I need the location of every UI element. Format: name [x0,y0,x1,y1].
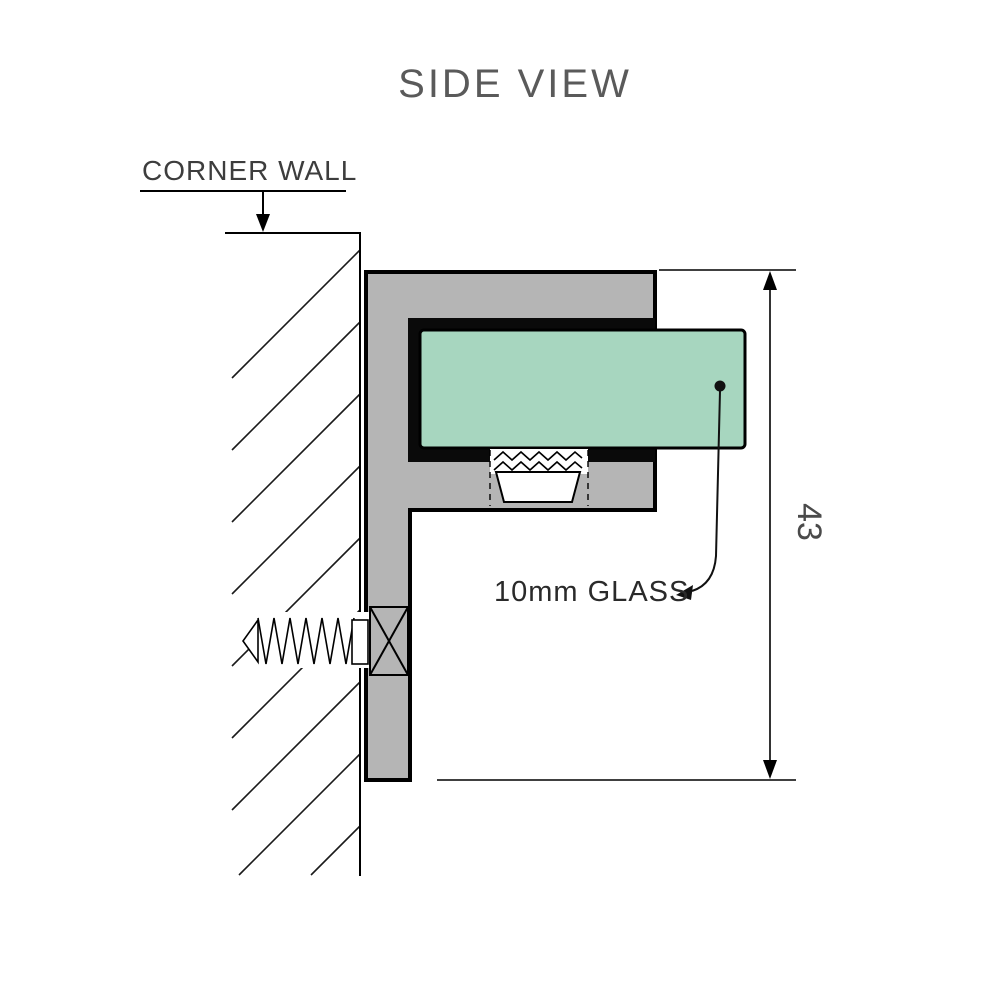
dim-arrow-down [763,760,777,779]
glass-callout: 10mm GLASS [494,390,721,608]
grub-screw [489,449,589,506]
wall-line [225,232,361,876]
glass-rect [418,328,747,450]
glass-arrowhead [676,585,693,600]
page-title: SIDE VIEW [398,62,632,106]
dimension-value: 43 [790,503,828,541]
wall-hatching [231,249,361,876]
corner-wall-label: CORNER WALL [142,155,357,186]
corner-wall-arrowhead [256,214,270,232]
glass-callout-dot [714,380,726,392]
screw-head [369,606,409,676]
corner-wall-callout: CORNER WALL [140,155,357,232]
fixing-screw [242,606,409,676]
dim-arrow-up [763,271,777,290]
glass-panel [418,328,747,450]
glass-label: 10mm GLASS [494,576,689,608]
dimension-43: 43 [437,269,828,781]
